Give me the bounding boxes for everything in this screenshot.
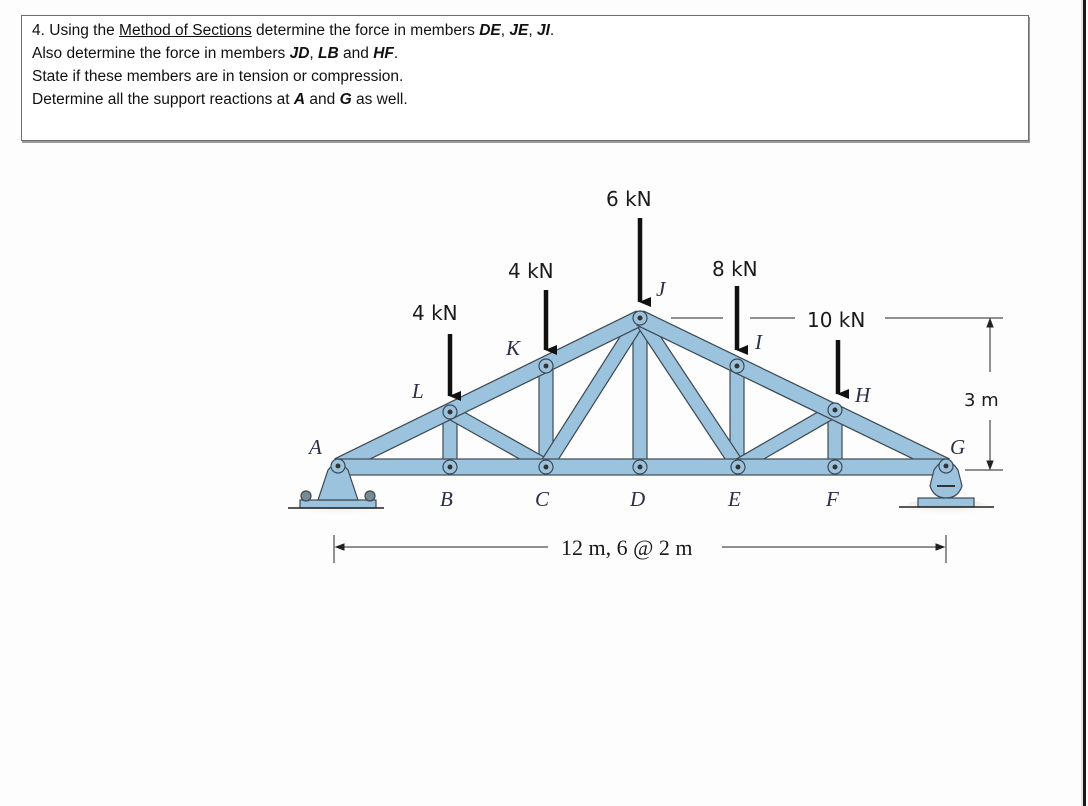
joint-label-l: L <box>411 379 424 403</box>
truss-members <box>334 310 950 476</box>
text: . <box>549 22 555 39</box>
joint-label-h: H <box>854 383 872 407</box>
height-dimension-label: 3 m <box>964 390 999 411</box>
text: Using the <box>44 22 120 39</box>
problem-line-1: 4. Using the Method of Sections determin… <box>32 21 554 41</box>
text: determine the force in members <box>251 22 480 39</box>
problem-line-4: Determine all the support reactions at A… <box>32 90 408 110</box>
problem-line-3: State if these members are in tension or… <box>32 68 404 85</box>
problem-number: 4. <box>32 22 45 39</box>
text: and <box>338 45 374 62</box>
member-cj-fill <box>540 314 646 470</box>
span-dimension-label: 12 m, 6 @ 2 m <box>561 535 692 560</box>
support-a: A <box>293 91 306 108</box>
member-de: DE <box>479 22 501 39</box>
method-of-sections-link[interactable]: Method of Sections <box>119 22 252 39</box>
load-arrows <box>447 218 849 401</box>
member-je-fill <box>634 314 744 470</box>
text: as well. <box>351 91 408 108</box>
text: . <box>393 45 399 62</box>
member-je: JE <box>509 22 529 39</box>
joint-label-f: F <box>825 487 839 511</box>
member-jd: JD <box>289 45 310 62</box>
load-label-l: 4 kN <box>412 301 458 325</box>
page-edge-shade <box>1081 0 1083 806</box>
top-chord-left <box>334 311 644 473</box>
problem-line-2: Also determine the force in members JD, … <box>32 44 398 64</box>
member-jd <box>632 317 648 467</box>
pin-centers <box>335 315 949 470</box>
joint-label-c: C <box>535 487 550 511</box>
span-dimension <box>333 535 947 563</box>
text: Also determine the force in members <box>32 45 290 62</box>
top-chord <box>334 310 950 474</box>
member-hf: HF <box>373 45 394 62</box>
joint-label-d: D <box>629 487 645 511</box>
joint-label-b: B <box>440 487 453 511</box>
text: Determine all the support reactions at <box>32 91 294 108</box>
member-ji: JI <box>536 22 550 39</box>
page-edge-border <box>1083 0 1086 806</box>
text: , <box>528 22 537 39</box>
problem-statement-box: 4. Using the Method of Sections determin… <box>21 15 1029 141</box>
height-dimension <box>671 317 1003 471</box>
joint-label-k: K <box>505 336 521 360</box>
text: , <box>309 45 319 62</box>
member-lb: LB <box>318 45 339 62</box>
text: and <box>305 91 340 108</box>
member-eh-fill <box>734 404 839 472</box>
member-lc-fill <box>446 406 550 472</box>
joint-label-i: I <box>754 330 763 354</box>
load-label-i: 8 kN <box>712 257 758 281</box>
support-g: G <box>339 91 352 108</box>
top-chord-right <box>636 311 950 473</box>
load-label-j: 6 kN <box>606 187 652 211</box>
text: , <box>500 22 510 39</box>
joint-label-g: G <box>950 435 965 459</box>
joint-label-e: E <box>727 487 741 511</box>
load-label-k: 4 kN <box>508 259 554 283</box>
joint-label-j: J <box>656 277 667 301</box>
web-members <box>442 313 843 473</box>
load-label-h: 10 kN <box>807 308 865 332</box>
joint-label-a: A <box>307 435 322 459</box>
